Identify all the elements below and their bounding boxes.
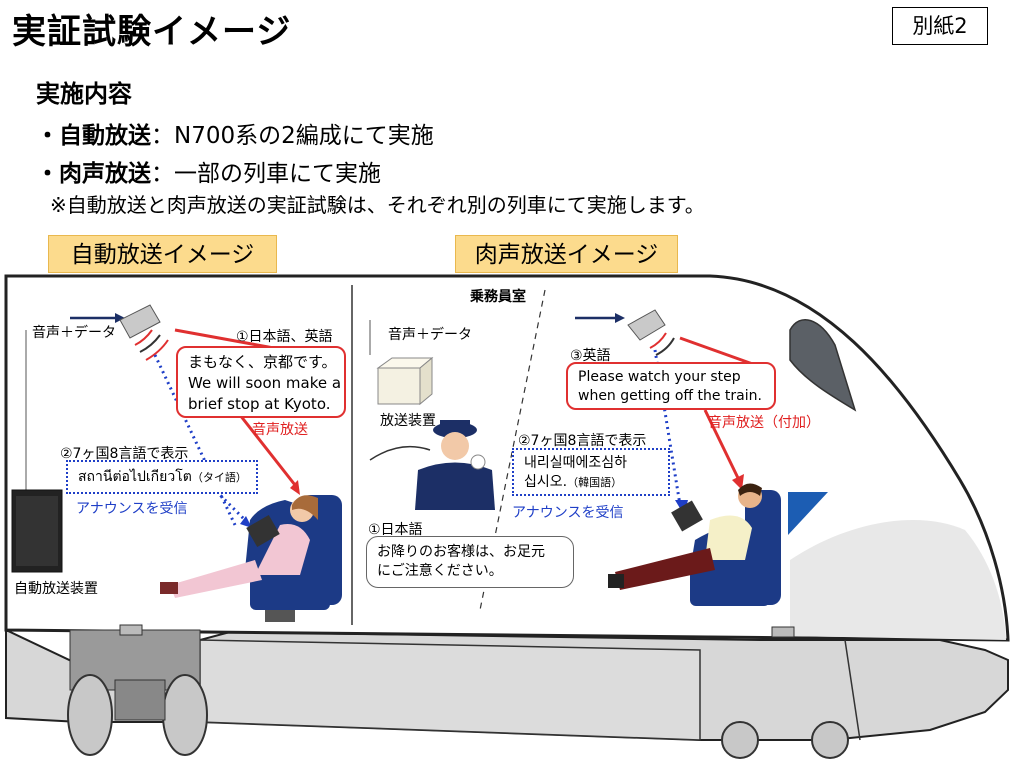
train-skirt-panel [199,639,701,741]
auto-panel-label: 自動放送イメージ [48,235,277,273]
speaker-right [627,309,675,356]
page-title: 実証試験イメージ [12,12,292,52]
note-text: ※自動放送と肉声放送の実証試験は、それぞれ別の列車にて実施します。 [50,193,705,217]
live-lang-label: ③英語 [570,348,611,364]
auto-device-label: 自動放送装置 [14,581,98,597]
attachment-tag: 別紙2 [892,7,988,45]
train-logo [788,492,828,535]
passenger-left [160,495,342,622]
live-speech-line2: にご注意ください。 [377,563,503,579]
passenger-right [608,483,781,606]
bullet-auto-desc: ：N700系の2編成にて実施 [151,123,434,149]
bullet-live-term: ・肉声放送 [36,161,151,187]
bullet-auto-term: ・自動放送 [36,123,151,149]
live-speech-bubble: お降りのお客様は、お足元 にご注意ください。 [366,536,574,588]
live-broadcast-label: 音声放送（付加） [708,415,820,431]
auto-display-box: สถานีต่อไปเกียวโต（タイ語） [66,460,258,494]
live-signal-label: 音声＋データ [388,327,472,343]
auto-display-text: สถานีต่อไปเกียวโต [78,469,192,485]
live-speech-line1: お降りのお客様は、お足元 [377,544,545,560]
auto-announcement-line2: We will soon make a [188,374,342,392]
live-display-line1: 내리실때에조심하 [524,455,628,471]
section-heading: 実施内容 [36,80,132,108]
live-announcement-line2: when getting off the train. [578,388,762,404]
auto-announcement-line1: まもなく、京都です。 [188,353,337,371]
crew-room-label: 乗務員室 [470,289,526,305]
auto-announcement-line3: brief stop at Kyoto. [188,395,331,413]
auto-broadcast-label: 音声放送 [252,422,308,438]
auto-lang-label: ①日本語、英語 [236,329,333,345]
live-display-lang: （韓国語） [567,476,623,489]
bogie-right [721,721,849,759]
auto-broadcast-rack [11,489,63,573]
bullet-live-desc: ：一部の列車にて実施 [151,161,381,187]
live-jp-label: ①日本語 [368,522,423,538]
auto-announcement-bubble: まもなく、京都です。 We will soon make a brief sto… [176,346,346,418]
bogie-left [67,629,208,756]
live-display-label: ②7ヶ国8言語で表示 [518,433,647,449]
bullet-auto: ・自動放送：N700系の2編成にて実施 [36,116,434,150]
broadcast-device-box [376,356,434,406]
auto-display-lang: （タイ語） [191,471,247,484]
live-panel-label: 肉声放送イメージ [455,235,678,273]
speaker-left [119,304,169,361]
live-announcement-bubble: Please watch your step when getting off … [566,362,776,410]
live-announcement-line1: Please watch your step [578,369,741,385]
bullet-live: ・肉声放送：一部の列車にて実施 [36,154,381,188]
conductor [369,420,495,510]
broadcast-device-label: 放送装置 [380,413,436,429]
live-receive-label: アナウンスを受信 [512,505,624,521]
train-nose-shade [790,520,1006,640]
auto-receive-label: アナウンスを受信 [76,501,188,517]
auto-signal-label: 音声＋データ [32,325,116,341]
auto-display-label: ②7ヶ国8言語で表示 [60,446,189,462]
live-display-box: 내리실때에조심하 십시오.（韓国語） [512,448,670,496]
train-windshield [789,319,857,412]
live-display-line2: 십시오. [524,474,568,490]
